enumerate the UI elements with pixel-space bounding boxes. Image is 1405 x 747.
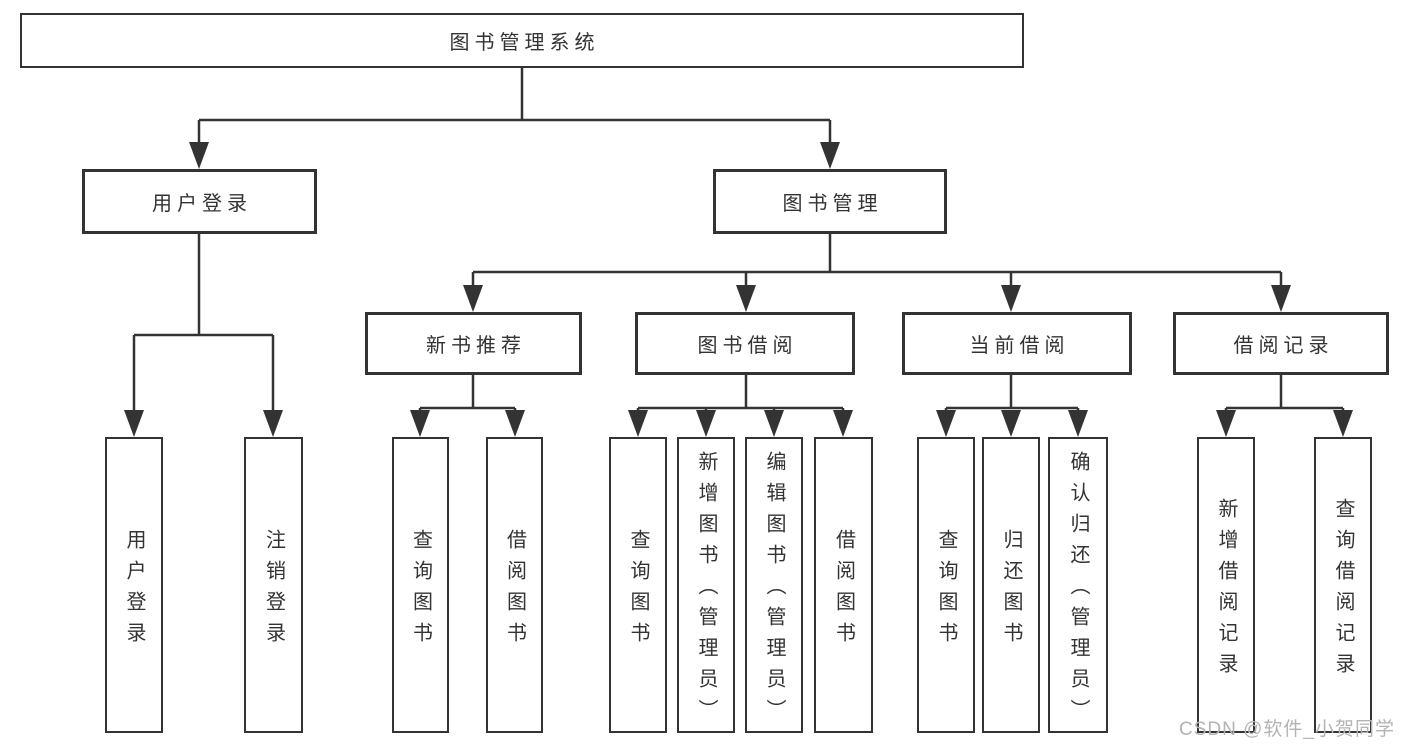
- leaf-user-login: 用户登录: [105, 437, 163, 733]
- node-user-login-label: 用户登录: [152, 193, 252, 215]
- node-new-book-recommend: 新书推荐: [365, 312, 582, 375]
- leaf-bb-query-books-label: 查询图书: [627, 528, 649, 653]
- node-borrowing-records: 借阅记录: [1173, 312, 1389, 375]
- leaf-bb-query-books: 查询图书: [609, 437, 667, 733]
- node-book-borrowing-label: 图书借阅: [697, 335, 798, 357]
- node-library-system: 图书管理系统: [20, 13, 1024, 68]
- leaf-br-query-record-label: 查询借阅记录: [1332, 497, 1354, 684]
- leaf-cb-return-books: 归还图书: [982, 437, 1040, 733]
- node-new-book-recommend-label: 新书推荐: [426, 335, 526, 357]
- node-current-borrowing-label: 当前借阅: [969, 335, 1070, 357]
- leaf-br-query-record: 查询借阅记录: [1314, 437, 1372, 733]
- leaf-nbr-borrow-books: 借阅图书: [486, 437, 543, 733]
- leaf-cb-confirm-return-admin-label: 确认归还（管理员）: [1067, 451, 1089, 730]
- leaf-nbr-borrow-books-label: 借阅图书: [503, 528, 526, 653]
- leaf-logout-label: 注销登录: [262, 528, 285, 653]
- leaf-bb-borrow-books-label: 借阅图书: [832, 528, 855, 653]
- leaf-nbr-query-books: 查询图书: [392, 437, 449, 733]
- leaf-cb-query-books: 查询图书: [917, 437, 975, 733]
- node-book-borrowing: 图书借阅: [635, 312, 855, 375]
- leaf-user-login-label: 用户登录: [123, 528, 145, 653]
- leaf-br-add-record: 新增借阅记录: [1197, 437, 1255, 733]
- node-current-borrowing: 当前借阅: [902, 312, 1132, 375]
- node-user-login: 用户登录: [82, 169, 317, 234]
- arrowhead-icons: [124, 142, 1353, 437]
- leaf-bb-add-books-admin-label: 新增图书（管理员）: [695, 451, 717, 730]
- node-book-management: 图书管理: [713, 169, 947, 234]
- leaf-cb-confirm-return-admin: 确认归还（管理员）: [1048, 437, 1108, 733]
- leaf-logout: 注销登录: [244, 437, 303, 733]
- leaf-bb-borrow-books: 借阅图书: [814, 437, 873, 733]
- leaf-cb-return-books-label: 归还图书: [1000, 528, 1022, 653]
- node-book-management-label: 图书管理: [782, 193, 883, 215]
- leaf-bb-edit-books-admin-label: 编辑图书（管理员）: [763, 451, 785, 730]
- node-borrowing-records-label: 借阅记录: [1233, 335, 1334, 357]
- leaf-bb-edit-books-admin: 编辑图书（管理员）: [745, 437, 803, 733]
- leaf-cb-query-books-label: 查询图书: [935, 528, 957, 653]
- node-library-system-label: 图书管理系统: [449, 32, 600, 54]
- watermark: CSDN @软件_小贺同学: [1179, 719, 1395, 740]
- leaf-bb-add-books-admin: 新增图书（管理员）: [677, 437, 735, 733]
- leaf-br-add-record-label: 新增借阅记录: [1215, 497, 1237, 684]
- leaf-nbr-query-books-label: 查询图书: [409, 528, 432, 653]
